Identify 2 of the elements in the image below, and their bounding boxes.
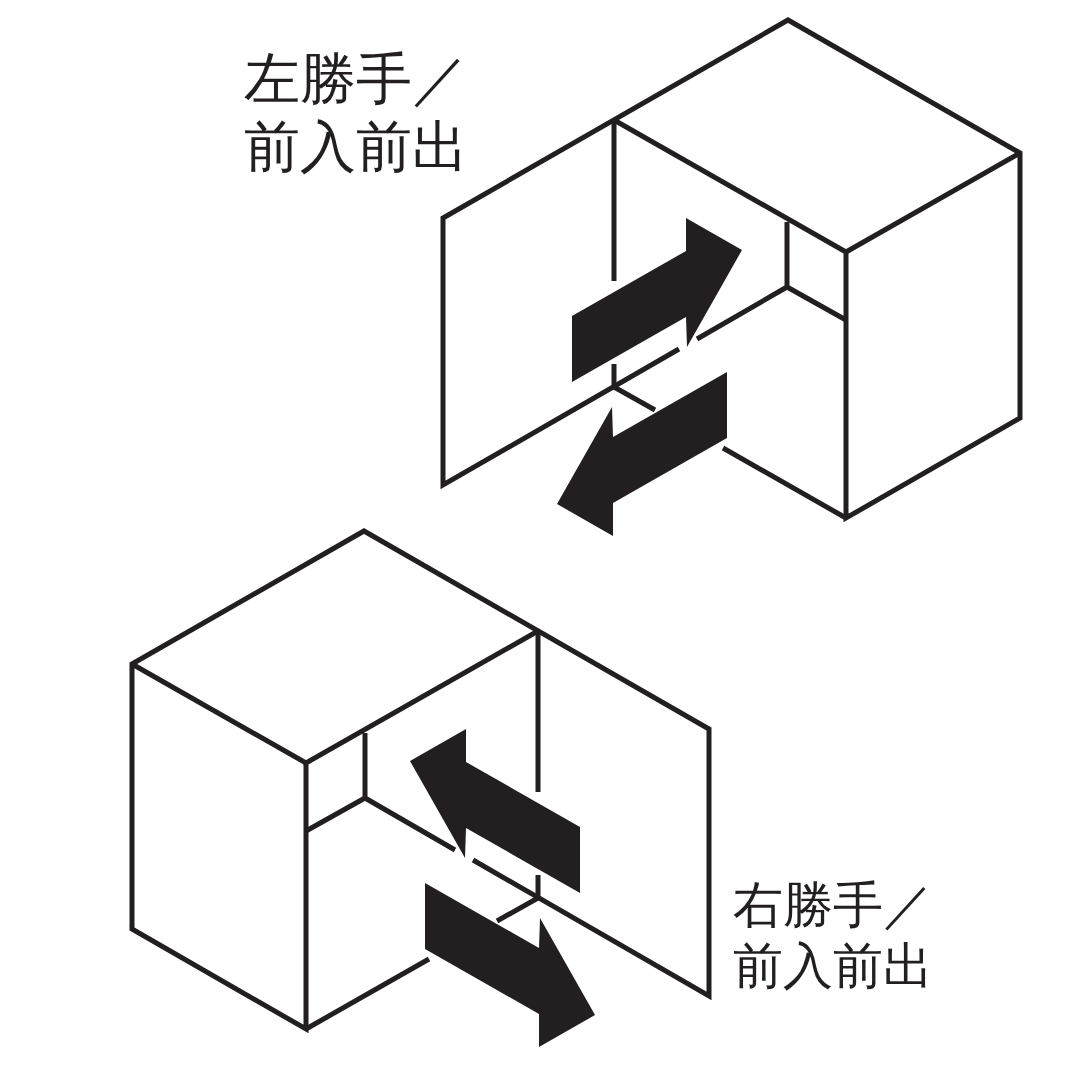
cabinet-label: 左勝手／前入前出: [244, 45, 469, 182]
cabinet-label: 右勝手／前入前出: [733, 875, 934, 997]
